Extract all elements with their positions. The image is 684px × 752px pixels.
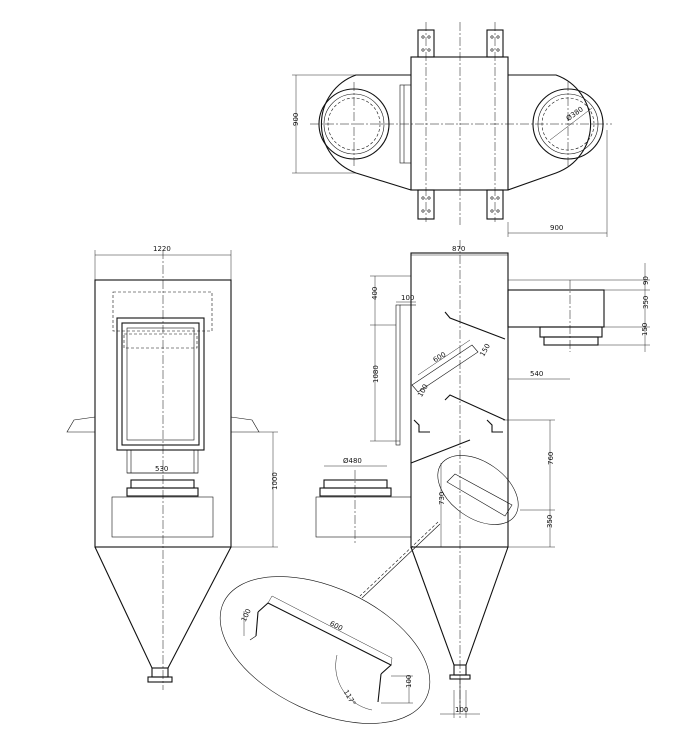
detail-ellipse: [219, 576, 431, 724]
detail-angle: 117°: [342, 689, 357, 708]
detail-plate: [257, 602, 392, 675]
left-inner-dimension: 530: [155, 465, 168, 473]
right-dim-350-bottom: 350: [546, 515, 554, 528]
left-bracket-right: [230, 416, 260, 433]
right-dim-400: 400: [371, 287, 379, 300]
right-body: [410, 252, 509, 548]
right-elevation-view: 600 150 100 870 400 100 1080 90 350 150: [315, 240, 650, 720]
right-width-dimension: 870: [452, 245, 465, 253]
left-width-dimension: 1220: [153, 245, 171, 253]
detail-view: 600 100 100 117°: [219, 576, 431, 724]
plan-central-housing: [410, 56, 509, 191]
right-dim-90: 90: [642, 276, 650, 285]
detail-left-edge: 100: [240, 608, 253, 624]
right-inlet: [315, 496, 412, 538]
left-inlet-window: [116, 317, 205, 451]
plan-height-dimension: 900: [292, 113, 300, 126]
plan-width-dimension: 900: [550, 224, 563, 232]
right-dim-1080: 1080: [372, 365, 380, 383]
left-bracket-left: [66, 416, 96, 433]
right-dim-480: Ø480: [343, 457, 362, 465]
right-dim-760: 760: [547, 452, 555, 465]
right-dim-540: 540: [530, 370, 543, 378]
detail-plate-length: 600: [328, 620, 344, 633]
right-plate-small-dim: 150: [478, 342, 492, 358]
right-dim-100-top: 100: [401, 294, 414, 302]
detail-right-edge: 100: [405, 675, 413, 688]
plan-support-feet: [417, 29, 504, 220]
right-dim-730: 730: [438, 492, 446, 505]
plan-right-lobe: [507, 74, 592, 191]
top-plan-view: Ø380 900 900: [292, 22, 612, 237]
plan-left-lobe: [320, 74, 412, 191]
right-dim-100-bottom: 100: [455, 706, 468, 714]
right-hopper: [410, 546, 509, 666]
left-elevation-view: 1220 530 1000: [66, 245, 279, 690]
right-plate-length: 600: [432, 351, 448, 365]
right-outlet-duct: [507, 289, 605, 328]
plan-diameter-label: Ø380: [565, 105, 585, 122]
left-height-dimension: 1000: [271, 472, 279, 490]
right-dim-350-top: 350: [642, 296, 650, 309]
right-dim-150: 150: [641, 323, 649, 336]
